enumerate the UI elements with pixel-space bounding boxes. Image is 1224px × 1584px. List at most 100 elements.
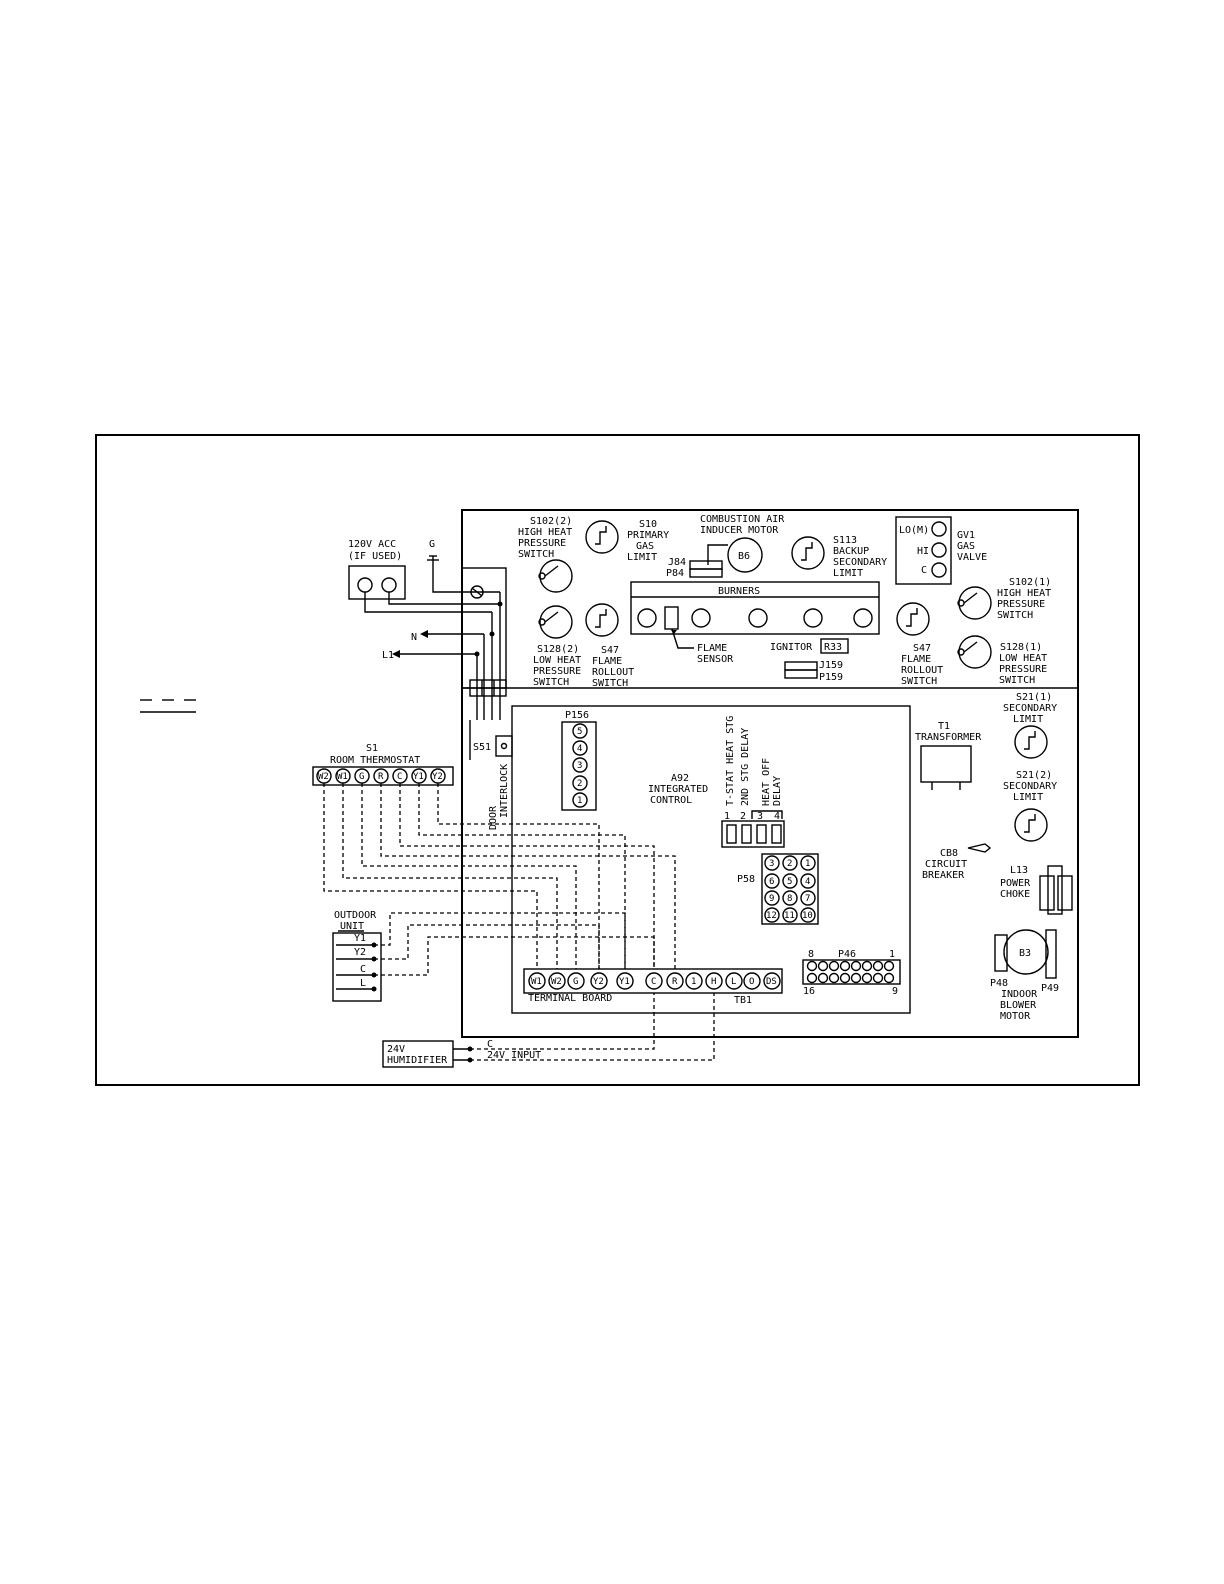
p156-connector: P156 5 4 3 2 1 — [561, 710, 597, 811]
terminal-label: H — [711, 977, 716, 987]
p46-pin — [872, 960, 884, 972]
terminal-screw — [725, 972, 743, 990]
ground-label: G — [429, 539, 435, 550]
p58-pin: 8 — [787, 894, 792, 904]
motor-icon — [1003, 929, 1049, 975]
s47-left-label-1: FLAME — [592, 656, 622, 667]
p46-pin — [828, 972, 840, 984]
dip-label-3b: DELAY — [772, 776, 783, 806]
p156-pin: 4 — [577, 744, 582, 754]
s21-1-label-0: S21(1) — [1016, 692, 1052, 703]
s113-label-0: S113 — [833, 535, 857, 546]
p48-label: P48 — [990, 978, 1008, 989]
s10-primary-limit: S10 PRIMARY GAS LIMIT — [585, 519, 669, 563]
terminal-label: W2 — [551, 977, 562, 987]
humidifier-line-2: HUMIDIFIER — [387, 1055, 448, 1066]
acc120-label: 120V ACC — [348, 539, 396, 550]
thermostat-title: ROOM THERMOSTAT — [330, 755, 420, 766]
terminal-label: R — [672, 977, 678, 987]
s10-label-0: S10 — [639, 519, 657, 530]
p58-connector: P58 3 2 1 6 5 4 9 8 7 12 11 10 — [737, 853, 819, 925]
l13-label: L13 — [1010, 865, 1028, 876]
p46-pin — [872, 972, 884, 984]
p46-pin — [817, 972, 829, 984]
s21-1-label-2: LIMIT — [1013, 714, 1043, 725]
terminal-screw — [590, 972, 608, 990]
p46-pin — [817, 960, 829, 972]
pressure-switch-icon — [958, 635, 992, 669]
s128-2-label-0: S128(2) — [537, 644, 579, 655]
dip-label-1: T-STAT HEAT STG — [725, 716, 736, 806]
breaker-label-2: BREAKER — [922, 870, 965, 881]
flame-sensor-icon — [664, 606, 679, 630]
tb1-label: TB1 — [734, 995, 752, 1006]
field-wiring — [323, 783, 715, 1061]
door-interlock: S51 DOOR INTERLOCK — [473, 735, 513, 830]
p58-pin: 6 — [769, 877, 774, 887]
p46-pin-16: 16 — [803, 986, 815, 997]
thermostat-terminal: G — [359, 772, 364, 782]
dip-switch[interactable] — [741, 824, 752, 844]
unit-cabinet — [461, 509, 1079, 1038]
humidifier: 24V HUMIDIFIER C 24V INPUT — [382, 1039, 541, 1068]
s47-left-rollout: S47 FLAME ROLLOUT SWITCH — [585, 603, 634, 689]
p46-pin — [883, 960, 895, 972]
mains-wires: N L1 — [382, 630, 484, 661]
p49-label: P49 — [1041, 983, 1059, 994]
s113-backup-limit: S113 BACKUP SECONDARY LIMIT — [791, 535, 887, 579]
terminal-screw — [743, 972, 761, 990]
terminal-board-title: TERMINAL BOARD — [528, 993, 612, 1004]
terminal-label: L — [731, 977, 736, 987]
p46-pin — [850, 960, 862, 972]
s21-2-label-1: SECONDARY — [1003, 781, 1057, 792]
p84-label: P84 — [666, 568, 684, 579]
s102-1-label-2: PRESSURE — [997, 599, 1045, 610]
s128-1-label-2: PRESSURE — [999, 664, 1047, 675]
burners-title: BURNERS — [718, 586, 760, 597]
p46-pin — [828, 960, 840, 972]
gas-valve: LO(M) HI C GV1 GAS VALVE — [895, 516, 987, 585]
s21-1-secondary-limit: S21(1) SECONDARY LIMIT — [1003, 692, 1057, 759]
dip-num: 1 — [724, 811, 730, 822]
p46-pin — [839, 960, 851, 972]
terminal-screw — [548, 972, 566, 990]
pressure-switch-icon — [958, 586, 992, 620]
dip-switch[interactable] — [756, 824, 767, 844]
limit-switch-icon — [1014, 725, 1048, 759]
terminal-screw — [685, 972, 703, 990]
terminal-screw — [616, 972, 634, 990]
outdoor-terminal: Y2 — [354, 947, 366, 958]
inducer-motor: COMBUSTION AIR INDUCER MOTOR B6 J84 P84 — [666, 514, 785, 579]
terminal-label: C — [651, 977, 656, 987]
terminal-screw — [645, 972, 663, 990]
thermostat-terminal: C — [397, 772, 402, 782]
s10-label-1: PRIMARY — [627, 530, 669, 541]
circuit-breaker: CB8 CIRCUIT BREAKER — [922, 843, 992, 881]
s128-1-label-1: LOW HEAT — [999, 653, 1047, 664]
p46-pin — [806, 960, 818, 972]
p156-pin: 5 — [577, 727, 582, 737]
dip-num: 4 — [774, 811, 780, 822]
s113-label-1: BACKUP — [833, 546, 869, 557]
dip-label-3a: HEAT OFF — [761, 758, 772, 806]
terminal-screw — [705, 972, 723, 990]
outdoor-title-2: UNIT — [340, 921, 364, 932]
r33-label: R33 — [824, 642, 842, 653]
door-label: DOOR — [488, 805, 499, 830]
p58-pin: 9 — [769, 894, 774, 904]
dip-switches[interactable]: T-STAT HEAT STG 2ND STG DELAY HEAT OFF D… — [721, 716, 785, 848]
s102-2-pressure-switch: S102(2) HIGH HEAT PRESSURE SWITCH — [518, 516, 573, 593]
s102-1-pressure-switch: S102(1) HIGH HEAT PRESSURE SWITCH — [957, 577, 1051, 621]
s113-label-2: SECONDARY — [833, 557, 887, 568]
p46-connector: 8 P46 1 16 9 — [802, 949, 901, 997]
dip-switch[interactable] — [726, 824, 737, 844]
s47-right-label-0: S47 — [913, 643, 931, 654]
s128-2-pressure-switch: S128(2) LOW HEAT PRESSURE SWITCH — [533, 605, 581, 688]
a92-line-3: CONTROL — [650, 795, 692, 806]
blower-line-2: MOTOR — [1000, 1011, 1031, 1022]
s102-1-label-0: S102(1) — [1009, 577, 1051, 588]
dip-switch[interactable] — [771, 824, 782, 844]
neutral-label: N — [411, 632, 417, 643]
